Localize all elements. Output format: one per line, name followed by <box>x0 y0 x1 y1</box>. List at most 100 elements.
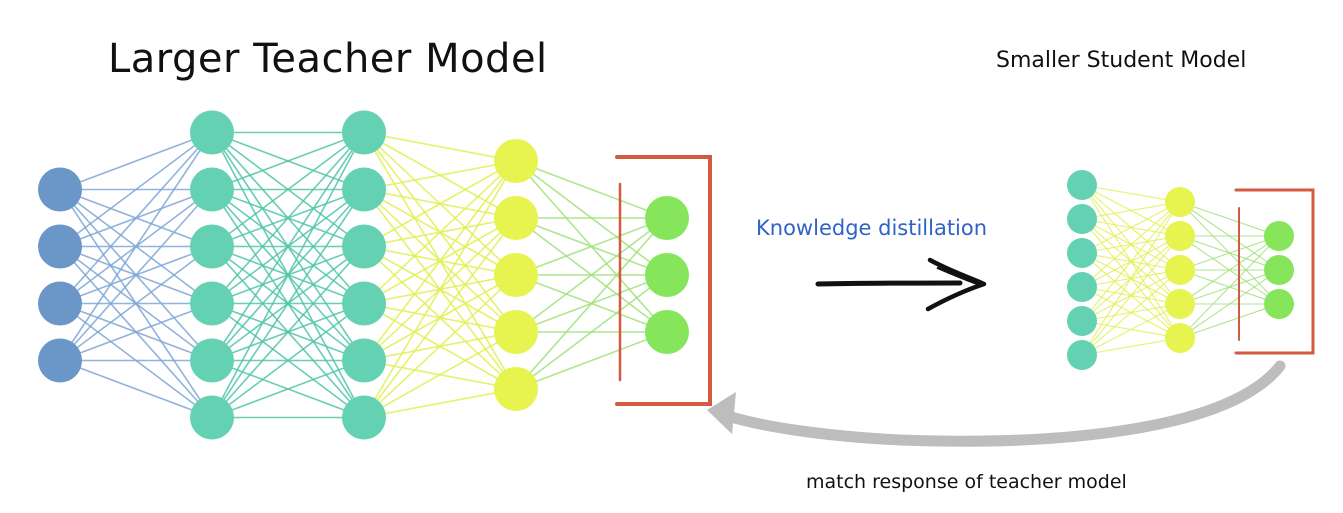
student-node <box>1264 255 1294 285</box>
teacher-node <box>342 110 386 155</box>
student-node <box>1067 204 1097 234</box>
student-edge <box>1081 201 1181 322</box>
teacher-edge <box>363 160 517 361</box>
teacher-network-edges <box>59 131 668 419</box>
teacher-edge <box>211 189 365 418</box>
student-edge <box>1081 201 1181 288</box>
teacher-edge <box>59 188 213 362</box>
student-model-title: Smaller Student Model <box>996 48 1247 73</box>
teacher-edge <box>211 131 365 305</box>
teacher-edge <box>363 160 517 248</box>
student-node <box>1067 170 1097 200</box>
teacher-edge <box>363 160 517 305</box>
teacher-node <box>190 110 234 155</box>
student-node <box>1165 187 1195 217</box>
student-network-nodes <box>1067 170 1294 370</box>
student-edge <box>1179 201 1280 237</box>
teacher-edge <box>211 131 365 248</box>
teacher-edge <box>515 217 668 276</box>
teacher-output-bracket <box>615 155 712 406</box>
teacher-node <box>38 281 82 326</box>
teacher-edge <box>211 131 365 191</box>
teacher-edge <box>59 245 213 362</box>
teacher-edge <box>59 132 213 361</box>
teacher-edge <box>211 132 365 418</box>
teacher-node <box>190 338 234 383</box>
teacher-node <box>342 395 386 440</box>
student-network-edges <box>1081 184 1280 356</box>
teacher-edge <box>363 160 517 191</box>
teacher-node <box>494 367 538 411</box>
teacher-node <box>190 395 234 440</box>
teacher-node <box>645 253 689 297</box>
teacher-edge <box>363 331 517 419</box>
teacher-node <box>645 310 689 354</box>
student-edge <box>1179 269 1280 339</box>
knowledge-distillation-label: Knowledge distillation <box>756 216 988 240</box>
teacher-edge <box>211 245 365 419</box>
teacher-node <box>342 281 386 326</box>
student-node <box>1165 323 1195 353</box>
student-node <box>1067 238 1097 268</box>
teacher-edge <box>59 359 213 419</box>
student-edge <box>1081 337 1181 356</box>
teacher-edge <box>515 217 668 333</box>
teacher-edge <box>211 359 365 419</box>
teacher-node <box>190 224 234 269</box>
teacher-node <box>342 338 386 383</box>
match-response-label: match response of teacher model <box>806 471 1127 493</box>
teacher-node <box>494 139 538 183</box>
teacher-edge <box>59 302 213 362</box>
student-node <box>1067 272 1097 302</box>
student-edge <box>1179 235 1280 271</box>
student-output-bracket <box>1234 188 1315 355</box>
teacher-edge <box>211 132 365 361</box>
teacher-edge <box>363 217 517 418</box>
teacher-node <box>342 167 386 212</box>
student-edge <box>1081 201 1181 220</box>
teacher-edge <box>363 274 517 419</box>
student-edge <box>1179 303 1280 339</box>
teacher-node <box>38 224 82 269</box>
teacher-edge <box>59 131 213 191</box>
student-node <box>1165 289 1195 319</box>
teacher-node <box>190 281 234 326</box>
match-response-arrow-icon <box>707 360 1286 447</box>
teacher-edge <box>211 302 365 419</box>
teacher-node <box>494 196 538 240</box>
student-edge <box>1179 235 1280 339</box>
teacher-node <box>38 167 82 212</box>
student-node <box>1264 221 1294 251</box>
teacher-edge <box>515 331 668 390</box>
student-edge <box>1081 269 1181 356</box>
distillation-arrow-icon <box>815 257 987 312</box>
teacher-edge <box>59 131 213 248</box>
student-node <box>1067 340 1097 370</box>
teacher-node <box>494 310 538 354</box>
teacher-edge <box>363 131 517 162</box>
teacher-edge <box>515 160 668 219</box>
student-node <box>1165 221 1195 251</box>
student-node <box>1067 306 1097 336</box>
teacher-edge <box>363 388 517 419</box>
teacher-edge <box>515 217 668 390</box>
teacher-node <box>38 338 82 383</box>
teacher-node <box>494 253 538 297</box>
teacher-node <box>342 224 386 269</box>
teacher-edge <box>59 131 213 305</box>
student-edge <box>1081 201 1181 356</box>
student-edge <box>1081 201 1181 254</box>
student-node <box>1264 289 1294 319</box>
student-node <box>1165 255 1195 285</box>
teacher-model-title: Larger Teacher Model <box>108 36 548 82</box>
student-edge <box>1081 235 1181 356</box>
teacher-node <box>190 167 234 212</box>
teacher-edge <box>363 160 517 418</box>
teacher-network-nodes <box>38 110 689 440</box>
student-edge <box>1179 235 1280 305</box>
teacher-edge <box>515 274 668 390</box>
student-edge <box>1081 184 1181 203</box>
student-edge <box>1081 303 1181 356</box>
teacher-node <box>645 196 689 240</box>
